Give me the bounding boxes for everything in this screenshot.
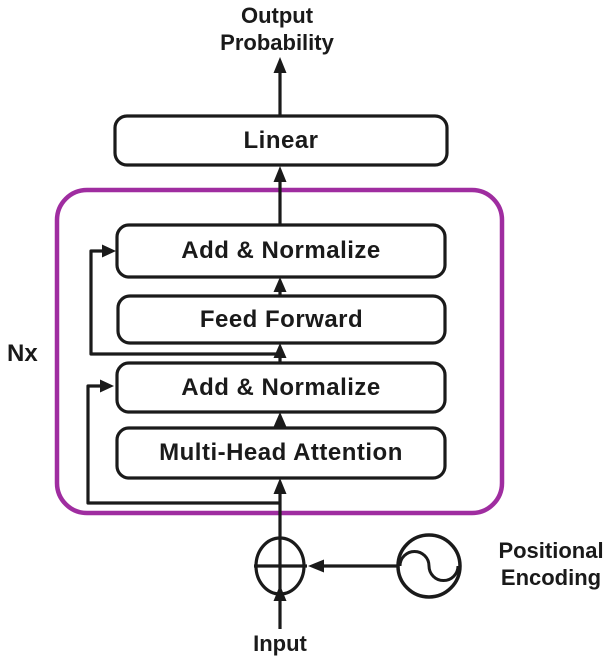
multi-head-attention-block — [115, 426, 447, 480]
arrowhead-sum-left-icon — [308, 559, 324, 573]
multi-head-attention-label: Multi-Head Attention — [159, 439, 403, 466]
arrowhead-skip-top-icon — [102, 244, 116, 258]
arrowhead-feed-forward-icon — [273, 343, 287, 358]
feed-forward-label: Feed Forward — [199, 305, 364, 333]
diagram-strokes — [54, 57, 505, 629]
arrowhead-skip-bottom-icon — [100, 379, 114, 393]
arrowhead-addnorm-bottom-icon — [273, 412, 287, 427]
linear-label: Linear — [243, 126, 319, 154]
residual-skip-attention — [86, 384, 280, 505]
add-normalize-bottom-label: Add & Normalize — [181, 373, 381, 401]
output-probability-label: Output Probability — [220, 3, 334, 55]
arrowhead-output-icon — [273, 57, 287, 73]
feed-forward-block — [116, 294, 447, 345]
add-normalize-top-label: Add & Normalize — [181, 237, 381, 264]
nx-repeat-label: Nx — [7, 340, 38, 367]
positional-encoding-label: Positional Encoding — [498, 538, 604, 590]
arrowhead-mha-icon — [273, 478, 287, 494]
arrowhead-linear-icon — [273, 166, 287, 182]
arrowhead-sum-bottom-icon — [273, 585, 287, 601]
sine-wave-path — [398, 550, 460, 582]
residual-skip-feed-forward — [89, 249, 280, 356]
linear-block — [113, 114, 449, 167]
add-normalize-bottom-block — [115, 361, 447, 414]
sine-wave-icon — [396, 533, 462, 599]
input-label: Input — [253, 631, 307, 656]
arrowhead-addnorm-top-icon — [273, 277, 287, 292]
add-normalize-top-block — [115, 223, 447, 279]
